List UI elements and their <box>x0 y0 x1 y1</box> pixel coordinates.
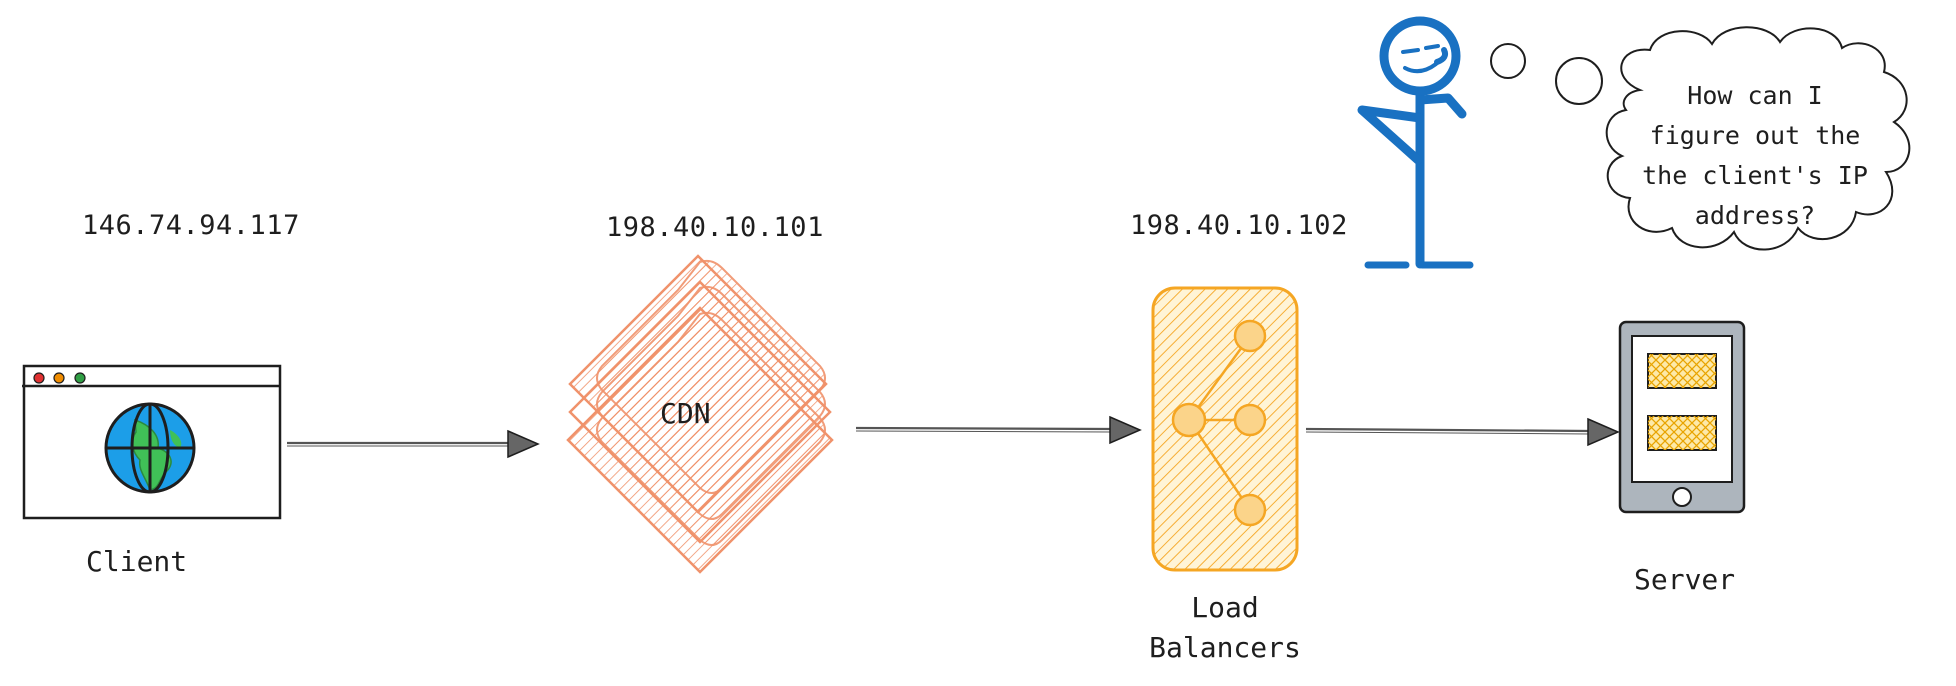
cdn-ip-label: 198.40.10.101 <box>606 212 824 243</box>
server-icon <box>1618 320 1746 514</box>
lb-node-source <box>1171 402 1207 438</box>
window-minimize-dot <box>53 372 65 384</box>
arrow-client-to-cdn <box>287 429 540 459</box>
lb-node-target-middle <box>1233 403 1267 437</box>
client-browser-icon <box>22 364 282 520</box>
cdn-stack-icon <box>566 254 834 574</box>
arrow-load-balancer-to-server <box>1305 417 1620 447</box>
thought-line-3: the client's IP <box>1642 161 1868 190</box>
load-balancer-label-line1: Load <box>1191 591 1259 624</box>
thought-dot-large <box>1555 57 1603 105</box>
client-label: Client <box>86 545 188 578</box>
load-balancer-label-line2: Balancers <box>1149 631 1301 664</box>
arrow-cdn-to-load-balancer <box>855 415 1142 445</box>
load-balancer-label: Load Balancers <box>1140 588 1310 668</box>
thought-bubble-text: How can I figure out the the client's IP… <box>1640 76 1870 236</box>
thought-line-2: figure out the <box>1649 121 1861 150</box>
load-balancer-icon <box>1151 286 1299 572</box>
lb-node-target-bottom <box>1233 493 1267 527</box>
lb-node-target-top <box>1233 319 1267 353</box>
thought-line-1: How can I <box>1687 81 1823 110</box>
thought-bubble <box>1490 26 1911 251</box>
load-balancer-ip-label: 198.40.10.102 <box>1130 210 1348 241</box>
cdn-label: CDN <box>660 397 711 430</box>
client-ip-label: 146.74.94.117 <box>82 210 300 241</box>
window-close-dot <box>33 372 45 384</box>
thinking-person-icon <box>1357 16 1474 269</box>
window-maximize-dot <box>74 372 86 384</box>
globe-icon <box>104 402 196 494</box>
thought-line-4: address? <box>1694 201 1816 230</box>
thought-dot-small <box>1490 43 1526 79</box>
server-label: Server <box>1634 563 1736 596</box>
